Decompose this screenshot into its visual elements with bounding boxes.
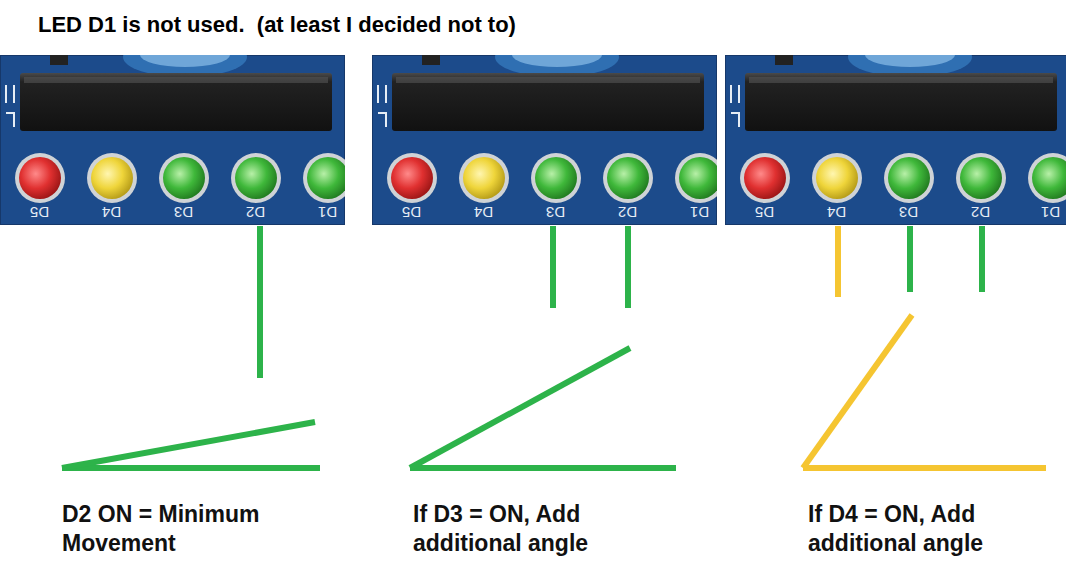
- led-label: D1: [1041, 205, 1060, 220]
- led-label: D3: [546, 205, 565, 220]
- led-label: D1: [318, 205, 337, 220]
- led-label: D4: [102, 205, 121, 220]
- led-label: D4: [827, 205, 846, 220]
- led-label: D2: [246, 205, 265, 220]
- led-label: D5: [402, 205, 421, 220]
- led-label: D2: [971, 205, 990, 220]
- caption-text: D2 ON = Minimum Movement: [62, 500, 332, 558]
- caption-text: If D3 = ON, Add additional angle: [413, 500, 673, 558]
- led-label: D3: [899, 205, 918, 220]
- led-label: D5: [755, 205, 774, 220]
- led-label: D1: [690, 205, 709, 220]
- caption-text: If D4 = ON, Add additional angle: [808, 500, 1058, 558]
- led-label: D3: [174, 205, 193, 220]
- led-label: D4: [474, 205, 493, 220]
- page-title: LED D1 is not used. (at least I decided …: [38, 12, 516, 38]
- led-label: D5: [30, 205, 49, 220]
- led-label: D2: [618, 205, 637, 220]
